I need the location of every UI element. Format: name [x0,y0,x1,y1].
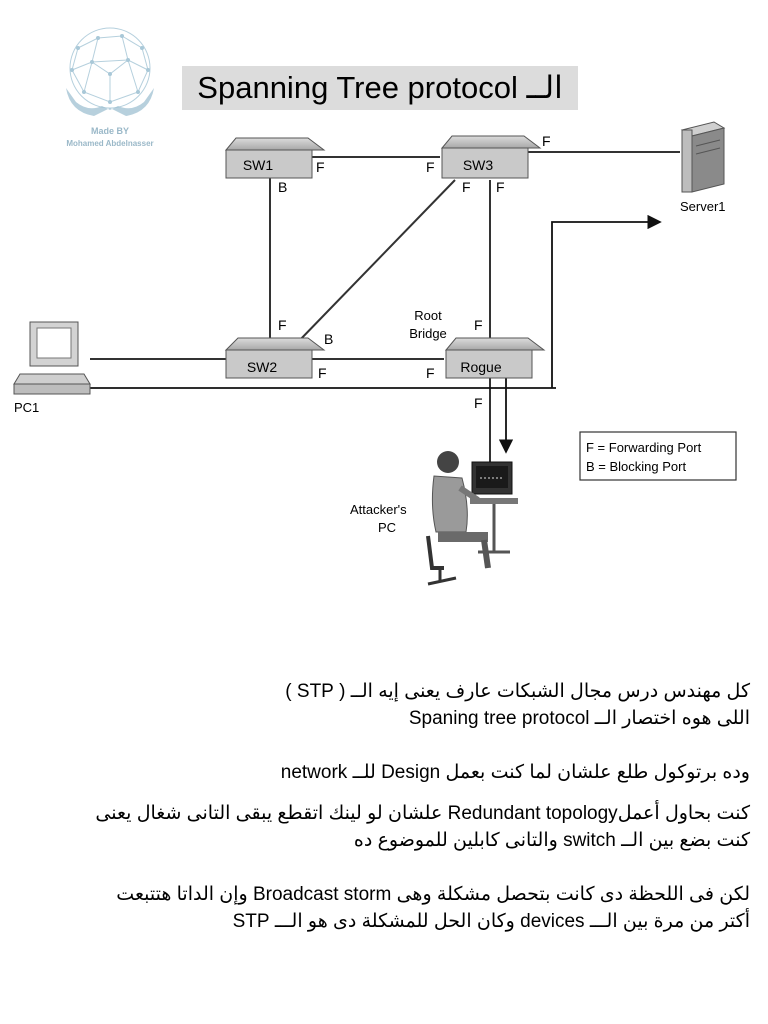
paragraph-spacer [18,786,750,800]
port-label-sw3-server: F [542,133,551,149]
switch-sw1-label: SW1 [243,157,274,173]
port-label-sw2-diag: B [324,331,333,347]
switch-rogue-label: Rogue [460,359,501,375]
legend: F = Forwarding Port B = Blocking Port [579,431,737,481]
logo: Made BY Mohamed Abdelnasser [48,18,173,153]
port-label-sw2-north: F [278,317,287,333]
legend-forwarding: F = Forwarding Port [586,440,702,455]
switch-sw3: SW3 [440,135,542,179]
globe-hands-icon: Made BY Mohamed Abdelnasser [66,27,154,148]
port-label-sw2-east: F [318,365,327,381]
arrow-rogue-to-server [551,214,662,388]
switch-sw1: SW1 [224,137,326,179]
paragraph-line: لكن فى اللحظة دى كانت بتحصل مشكلة وهى Br… [116,884,750,905]
attacker-label-line1: Attacker's [350,502,407,517]
server-icon [680,121,726,193]
port-label-sw3-south: F [496,179,505,195]
switch-sw3-label: SW3 [463,157,494,173]
port-label-sw3-west: F [426,159,435,175]
port-label-rogue-north: F [474,317,483,333]
switch-rogue: Rogue [444,337,546,379]
paragraph-spacer [18,732,750,759]
root-bridge-line2: Bridge [409,326,447,341]
paragraph-spacer [18,854,750,881]
stp-network-diagram: SW1 SW3 SW2 Rogue Server1 PC1 [13,121,737,586]
switch-sw2-label: SW2 [247,359,278,375]
port-label-rogue-south: F [474,395,483,411]
paragraph-line: وده برتوكول طلع علشان لما كنت بعمل Desig… [280,762,750,783]
link-sw3-sw2 [295,179,456,345]
paragraph-line: كنت بضع بين الــ switch والتانى كابلين ل… [353,830,750,851]
logo-line2: Mohamed Abdelnasser [66,139,153,148]
pc-icon [13,321,91,395]
paragraph-line: كل مهندس درس مجال الشبكات عارف يعنى إيه … [285,681,750,702]
body-text: كل مهندس درس مجال الشبكات عارف يعنى إيه … [18,678,750,935]
paragraph-line: اللى هوه اختصار الــ Spaning tree protoc… [408,708,750,729]
paragraph-line: كنت بحاول أعملRedundant topology علشان ل… [95,803,750,824]
port-label-rogue-west: F [426,365,435,381]
logo-line1: Made BY [91,126,129,136]
server-label: Server1 [680,199,726,214]
attacker-icon [426,451,518,586]
switch-sw2: SW2 [224,337,326,379]
attacker-label-line2: PC [378,520,396,535]
port-label-sw1-south: B [278,179,287,195]
port-label-sw1-east: F [316,159,325,175]
legend-blocking: B = Blocking Port [586,459,686,474]
port-label-sw3-diag: F [462,179,471,195]
root-bridge-line1: Root [414,308,442,323]
paragraph-line: أكتر من مرة بين الـــ devices وكان الحل … [232,911,750,932]
pc1-label: PC1 [14,400,39,415]
page-title: الــ Spanning Tree protocol [182,66,578,110]
